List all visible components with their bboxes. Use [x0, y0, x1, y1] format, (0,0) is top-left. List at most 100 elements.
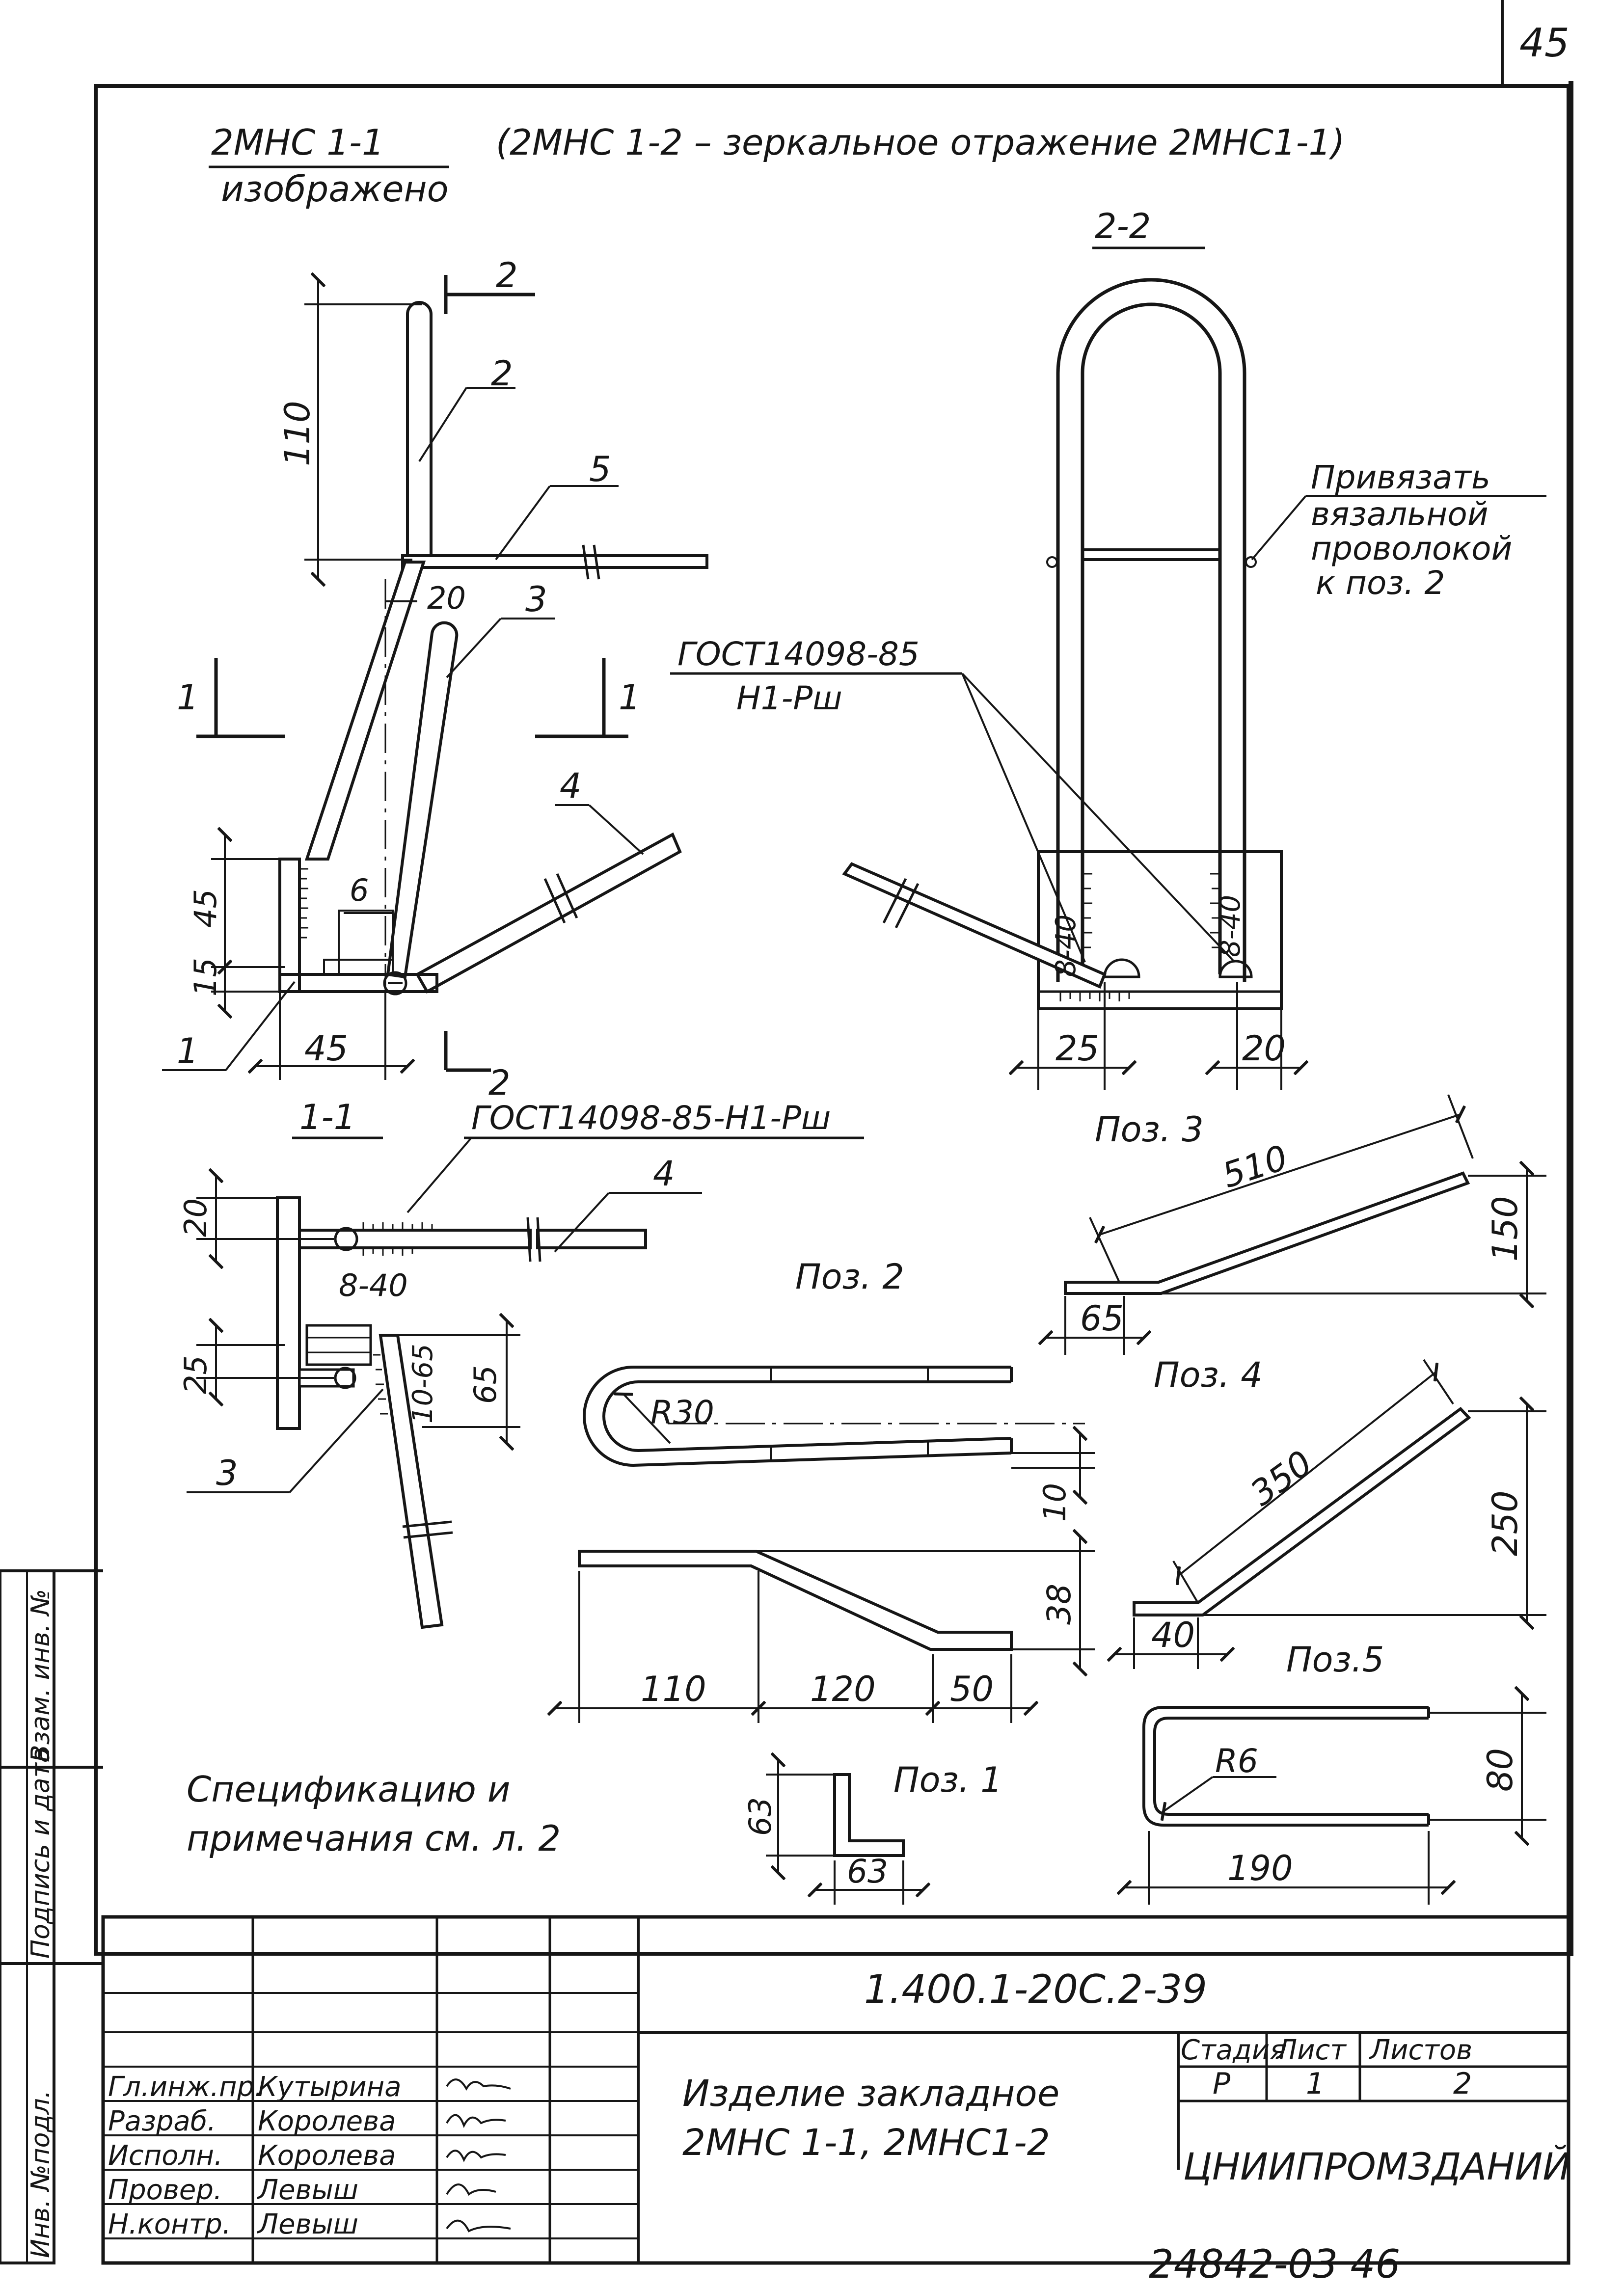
dim-150: 150: [1485, 1196, 1525, 1262]
dim-110-vertical: 110: [277, 401, 318, 466]
part-5-label: Поз.5: [1286, 1640, 1384, 1680]
dim-10: 10: [1037, 1483, 1073, 1522]
weld-standard-bottom: Н1-Рш: [736, 679, 842, 717]
weld-standard-inline: ГОСТ14098-85-Н1-Рш: [471, 1099, 831, 1137]
part-1-label: Поз. 1: [893, 1760, 1002, 1800]
part-1-view: Поз. 1 63 63: [742, 1760, 1002, 1905]
section-2-2-label: 2-2: [1095, 206, 1151, 246]
side-stamp-sign: Подпись и дата: [26, 1747, 55, 1959]
dim-20-top: 20: [427, 580, 466, 616]
sheets-label: Листов: [1369, 2034, 1472, 2066]
part-4-label: Поз. 4: [1154, 1355, 1263, 1395]
dim-250: 250: [1485, 1490, 1525, 1556]
tie-note-line-1: Привязать: [1311, 458, 1490, 496]
dim-r6: R6: [1215, 1742, 1258, 1780]
dim-45-vertical: 45: [188, 889, 223, 928]
signatures: [446, 2078, 511, 2233]
spec-note-line-1: Спецификацию и: [187, 1769, 511, 1810]
part-3-label: Поз. 3: [1095, 1109, 1204, 1150]
section-2-2-view: 2-2 8-40 8-40: [670, 206, 1546, 1090]
tie-note-line-2: вязальной: [1311, 495, 1489, 533]
header-note: (2МНС 1-2 – зеркальное отражение 2МНС1-1…: [496, 122, 1345, 163]
name-4: Левыш: [257, 2208, 358, 2240]
main-view: 110 20 45 15 45 2 5 3 4 6 1 2 2 1 1: [162, 255, 708, 1103]
name-1: Королева: [258, 2105, 396, 2137]
name-2: Королева: [258, 2140, 396, 2172]
part-3-view: Поз. 3 510 150 65: [1046, 1094, 1546, 1355]
dim-350: 350: [1243, 1443, 1320, 1514]
product-line-1: Изделие закладное: [682, 2073, 1059, 2115]
stage-value: Р: [1213, 2067, 1231, 2101]
tie-note-line-3: проволокой: [1311, 530, 1512, 567]
dim-110-part2: 110: [641, 1669, 706, 1709]
callout-4-plan: 4: [653, 1154, 675, 1194]
dim-120: 120: [810, 1669, 876, 1709]
role-3: Провер.: [108, 2174, 222, 2206]
weld-size-right: 8-40: [1215, 895, 1246, 957]
dim-25-section: 25: [1056, 1028, 1099, 1069]
dim-65-part3: 65: [1080, 1298, 1124, 1339]
callout-6: 6: [350, 872, 369, 908]
header-title: 2МНС 1-1: [211, 122, 384, 163]
weld-size-plan: 8-40: [339, 1267, 408, 1303]
cut-mark-2-top: 2: [496, 255, 518, 296]
section-1-1-view: 1-1 ГОСТ14098-85-Н1-Рш 8-40: [178, 1097, 864, 1629]
tie-note-line-4: к поз. 2: [1316, 564, 1445, 602]
sheet-value: 1: [1306, 2067, 1325, 2101]
dim-510: 510: [1218, 1137, 1292, 1196]
side-stamp-replace: Взам. инв. №: [26, 1589, 55, 1762]
callout-5: 5: [589, 449, 611, 489]
dim-63-vertical: 63: [742, 1797, 778, 1836]
stage-label: Стадия: [1181, 2034, 1286, 2066]
part-5-view: Поз.5 R6 80 190: [1124, 1640, 1546, 1905]
dim-65-plan: 65: [467, 1365, 503, 1404]
dim-15-vertical: 15: [188, 958, 223, 996]
dim-63-horizontal: 63: [847, 1853, 888, 1890]
section-1-1-label: 1-1: [299, 1097, 355, 1137]
role-4: Н.контр.: [108, 2208, 231, 2240]
dim-20-plan: 20: [178, 1198, 214, 1237]
callout-2: 2: [491, 353, 513, 394]
side-stamp-inv: Инв. №подл.: [26, 2090, 55, 2258]
org-name: ЦНИИПРОМЗДАНИЙ: [1183, 2145, 1570, 2188]
doc-code: 1.400.1-20С.2-39: [864, 1966, 1207, 2012]
callout-1: 1: [177, 1031, 199, 1071]
weld-size-plan-2: 10-65: [407, 1344, 439, 1424]
role-0: Гл.инж.пр.: [108, 2071, 263, 2103]
part-2-label: Поз. 2: [795, 1257, 904, 1297]
page-frame: [94, 0, 1573, 1956]
cut-mark-2-bottom: 2: [488, 1063, 511, 1103]
product-line-2: 2МНС 1-1, 2МНС1-2: [682, 2122, 1050, 2164]
weld-standard-top: ГОСТ14098-85: [677, 635, 920, 673]
cut-mark-1-left: 1: [177, 677, 199, 718]
side-stamp: Инв. №подл. Подпись и дата Взам. инв. №: [0, 1569, 103, 2264]
dim-50: 50: [950, 1669, 994, 1709]
part-4-view: Поз. 4 350 250 40: [1114, 1355, 1546, 1669]
sheets-value: 2: [1453, 2067, 1472, 2101]
header: 2МНС 1-1 изображено (2МНС 1-2 – зеркальн…: [209, 122, 1345, 210]
weld-size-left: 8-40: [1050, 915, 1082, 977]
spec-note-line-2: примечания см. л. 2: [187, 1818, 561, 1859]
callout-3: 3: [525, 579, 547, 619]
header-subtitle: изображено: [221, 168, 449, 210]
role-1: Разраб.: [108, 2105, 216, 2137]
dim-80: 80: [1480, 1748, 1520, 1792]
title-block: 1.400.1-20С.2-39 Гл.инж.пр. Кутырина Раз…: [101, 1915, 1570, 2265]
name-3: Левыш: [257, 2174, 358, 2206]
callout-3-plan: 3: [216, 1453, 238, 1493]
dim-25-plan: 25: [178, 1355, 214, 1394]
page-number: 45: [1519, 20, 1570, 66]
dim-40: 40: [1151, 1615, 1195, 1655]
part-2-view: Поз. 2 R30 10: [555, 1257, 1095, 1723]
cut-mark-1-right: 1: [619, 677, 641, 718]
dim-20-section: 20: [1242, 1028, 1286, 1069]
role-2: Исполн.: [108, 2140, 223, 2172]
name-0: Кутырина: [258, 2071, 402, 2103]
sheet-label: Лист: [1275, 2034, 1347, 2066]
dim-38: 38: [1040, 1584, 1078, 1625]
dim-45-horizontal: 45: [304, 1028, 348, 1069]
dim-r30: R30: [650, 1394, 714, 1431]
callout-4: 4: [560, 766, 582, 806]
dim-190: 190: [1227, 1848, 1293, 1888]
